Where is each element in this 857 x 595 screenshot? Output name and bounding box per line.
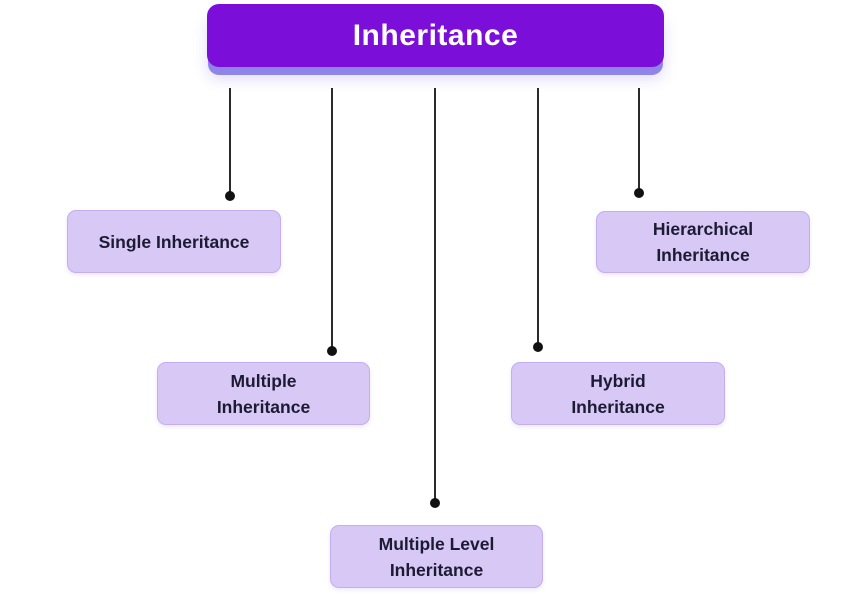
connector-line-hybrid-inheritance [537,88,539,347]
connector-line-hierarchical-inheritance [638,88,640,193]
node-label: Hierarchical [652,219,754,239]
connector-dot-multiple-level-inheritance [430,498,440,508]
connector-dot-single-inheritance [225,191,235,201]
connector-line-multiple-level-inheritance [434,88,436,503]
root-node-inheritance: Inheritance [207,4,664,67]
node-label: Inheritance [389,559,484,580]
connector-line-multiple-inheritance [331,88,333,351]
node-label: Multiple Level [378,533,495,554]
node-label: Inheritance [571,396,665,417]
node-label: Single Inheritance [98,231,250,252]
connector-dot-hierarchical-inheritance [634,188,644,198]
node-single-inheritance: Single Inheritance [67,210,281,273]
node-label: Hybrid [590,370,646,391]
node-label: Inheritance [216,396,311,417]
connector-dot-hybrid-inheritance [533,342,543,352]
node-label: Multiple [230,370,297,391]
node-label: Inheritance [656,245,750,265]
root-node-label: Inheritance [352,18,519,52]
connector-dot-multiple-inheritance [327,346,337,356]
connector-line-single-inheritance [229,88,231,196]
